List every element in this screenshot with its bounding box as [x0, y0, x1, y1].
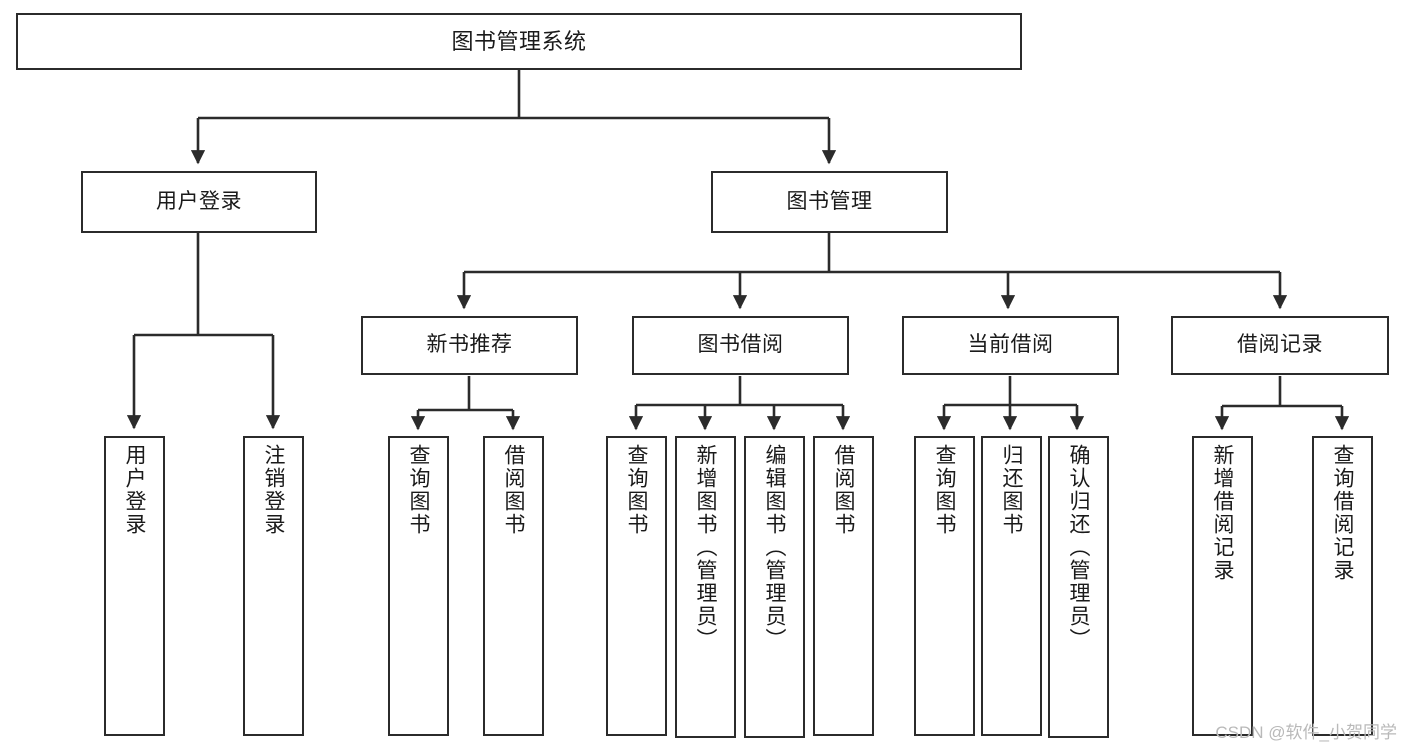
node-leaf-add-book[interactable]: 新增图书（管理员）	[675, 436, 736, 738]
node-current-borrow[interactable]: 当前借阅	[902, 316, 1119, 375]
node-label: 图书管理系统	[451, 28, 587, 54]
watermark-text: CSDN @软件_小贺同学	[1215, 723, 1397, 742]
node-book-borrow[interactable]: 图书借阅	[632, 316, 849, 375]
node-borrow-record[interactable]: 借阅记录	[1171, 316, 1389, 375]
node-label: 用户登录	[123, 444, 146, 536]
node-label: 借阅记录	[1237, 333, 1323, 357]
node-leaf-query-record[interactable]: 查询借阅记录	[1312, 436, 1373, 736]
node-leaf-query-book-3[interactable]: 查询图书	[914, 436, 975, 736]
node-label: 借阅图书	[832, 444, 855, 536]
node-leaf-user-login[interactable]: 用户登录	[104, 436, 165, 736]
node-leaf-return-book[interactable]: 归还图书	[981, 436, 1042, 736]
node-label: 新增借阅记录	[1211, 444, 1234, 582]
node-label: 当前借阅	[967, 333, 1054, 357]
node-label: 确认归还（管理员）	[1067, 444, 1090, 651]
node-leaf-borrow-book-2[interactable]: 借阅图书	[813, 436, 874, 736]
node-new-book-rec[interactable]: 新书推荐	[361, 316, 578, 375]
node-book-manage[interactable]: 图书管理	[711, 171, 948, 233]
node-label: 新书推荐	[426, 333, 513, 357]
node-label: 归还图书	[1000, 444, 1023, 536]
node-label: 注销登录	[262, 444, 285, 536]
node-label: 查询图书	[933, 444, 956, 536]
node-label: 查询图书	[625, 444, 648, 536]
node-leaf-edit-book[interactable]: 编辑图书（管理员）	[744, 436, 805, 738]
node-user-login[interactable]: 用户登录	[81, 171, 317, 233]
node-label: 借阅图书	[502, 444, 525, 536]
node-label: 编辑图书（管理员）	[763, 444, 786, 651]
node-root-system[interactable]: 图书管理系统	[16, 13, 1022, 70]
node-leaf-query-book-1[interactable]: 查询图书	[388, 436, 449, 736]
node-label: 新增图书（管理员）	[694, 444, 717, 651]
node-label: 查询图书	[407, 444, 430, 536]
node-label: 用户登录	[156, 189, 242, 213]
node-leaf-borrow-book-1[interactable]: 借阅图书	[483, 436, 544, 736]
node-leaf-logout-login[interactable]: 注销登录	[243, 436, 304, 736]
node-leaf-query-book-2[interactable]: 查询图书	[606, 436, 667, 736]
node-label: 图书借阅	[697, 333, 784, 357]
node-label: 查询借阅记录	[1331, 444, 1354, 582]
node-leaf-add-record[interactable]: 新增借阅记录	[1192, 436, 1253, 736]
node-leaf-confirm-return[interactable]: 确认归还（管理员）	[1048, 436, 1109, 738]
node-label: 图书管理	[786, 189, 873, 213]
